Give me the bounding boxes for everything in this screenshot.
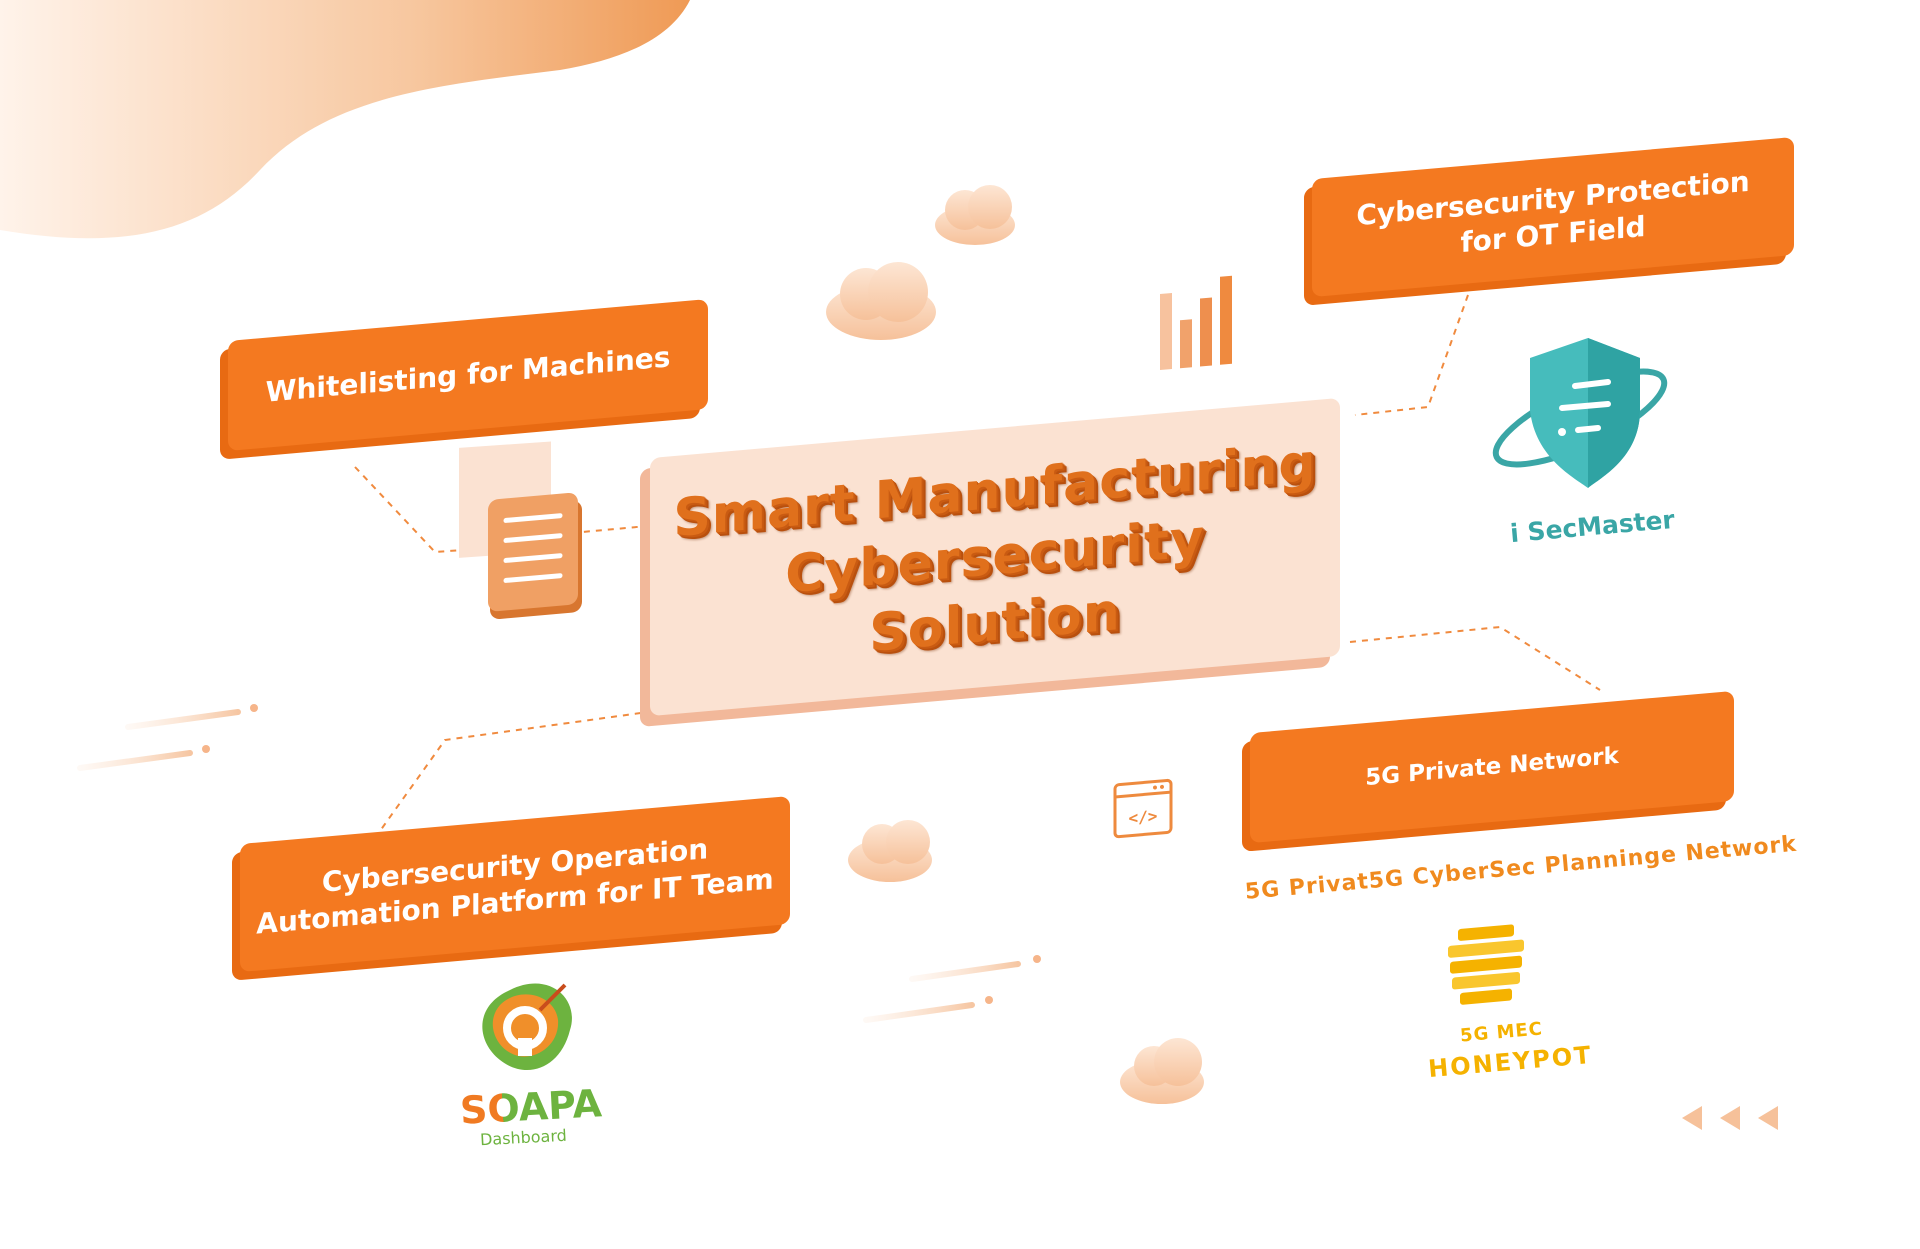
ot-label: Cybersecurity Protection for OT Field (1356, 164, 1749, 270)
speed-lines-left (77, 704, 258, 771)
soapa-title: SOAPA (458, 1081, 603, 1133)
cloud-icon (826, 185, 1204, 1104)
soapa-logo-icon (482, 983, 572, 1070)
private-5g-label: 5G Private Network (1365, 742, 1619, 792)
honeypot-icon (1448, 924, 1524, 1005)
soapa-wordmark: SOAPA (459, 1081, 603, 1132)
soc-label: Cybersecurity Operation Automation Platf… (256, 825, 773, 942)
corner-blob (0, 0, 690, 239)
bar-chart-icon (1160, 275, 1232, 370)
arrow-left-icon (1682, 1106, 1778, 1130)
code-window-icon: </> (1113, 778, 1173, 839)
speed-lines-bottom (863, 955, 1041, 1023)
center-title: Smart Manufacturing Cybersecurity Soluti… (650, 428, 1340, 686)
whitelisting-label: Whitelisting for Machines (265, 340, 671, 409)
svg-text:</>: </> (1129, 806, 1158, 827)
shield-icon (1492, 338, 1668, 488)
document-icon (459, 441, 582, 619)
